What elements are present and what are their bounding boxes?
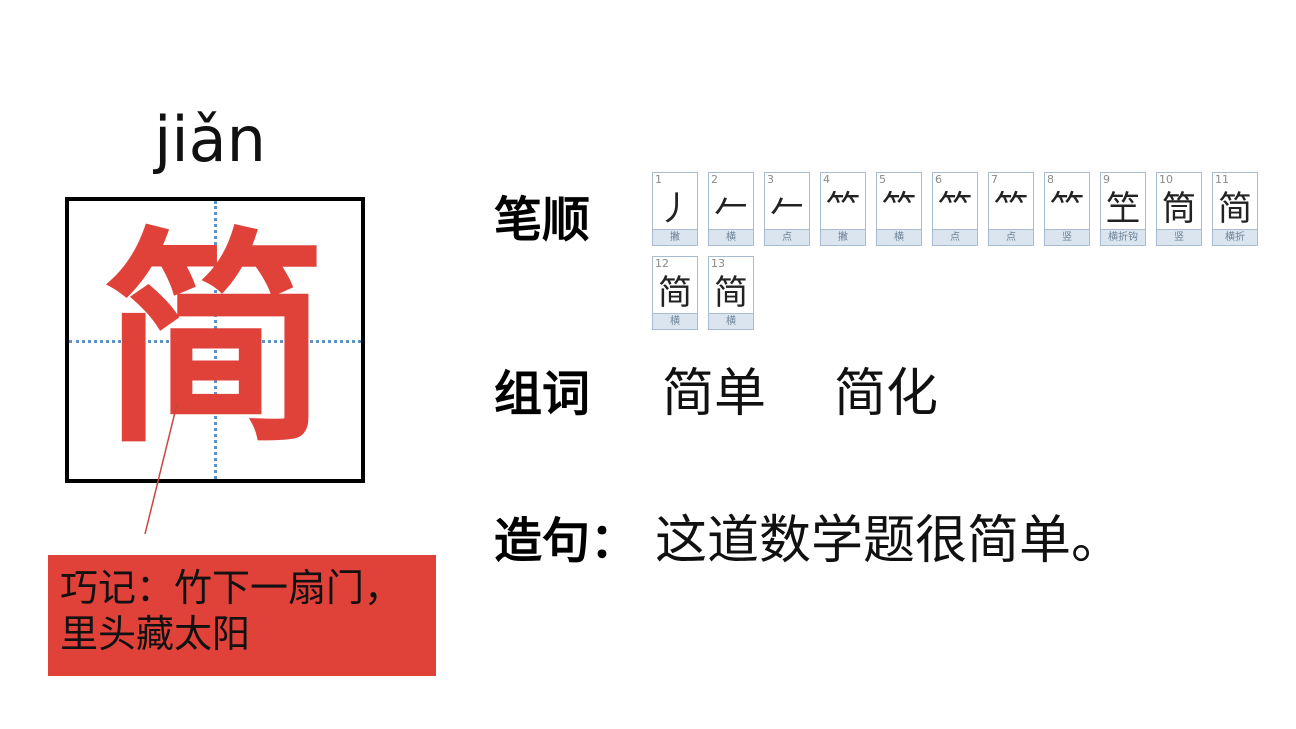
- stroke-card: 6 ⺮ 点: [932, 172, 978, 246]
- stroke-number: 1: [655, 173, 662, 186]
- word-item: 简单: [662, 364, 767, 424]
- stroke-name: 撇: [653, 229, 697, 245]
- stroke-card: 7 ⺮ 点: [988, 172, 1034, 246]
- stroke-number: 5: [879, 173, 886, 186]
- stroke-glyph: ⺮: [938, 188, 972, 229]
- stroke-name: 竖: [1045, 229, 1089, 245]
- stroke-glyph: 简: [714, 272, 748, 313]
- stroke-name: 横: [653, 313, 697, 329]
- stroke-card: 5 ⺮ 横: [876, 172, 922, 246]
- stroke-number: 2: [711, 173, 718, 186]
- stroke-glyph: 简: [1218, 188, 1252, 229]
- example-sentence: 这道数学题很简单。: [655, 511, 1124, 571]
- stroke-name: 横折: [1213, 229, 1257, 245]
- stroke-card: 9 笁 横折钩: [1100, 172, 1146, 246]
- stroke-number: 8: [1047, 173, 1054, 186]
- stroke-number: 4: [823, 173, 830, 186]
- stroke-name: 横: [709, 229, 753, 245]
- stroke-name: 点: [933, 229, 977, 245]
- stroke-number: 7: [991, 173, 998, 186]
- stroke-number: 12: [655, 257, 669, 270]
- stroke-card: 4 ⺮ 撇: [820, 172, 866, 246]
- stroke-card: 3 𠂉 点: [764, 172, 810, 246]
- stroke-number: 13: [711, 257, 725, 270]
- stroke-card: 1 丿 撇: [652, 172, 698, 246]
- mnemonic-line-1: 巧记：竹下一扇门，: [60, 566, 403, 610]
- stroke-name: 横折钩: [1101, 229, 1145, 245]
- stroke-name: 点: [765, 229, 809, 245]
- stroke-glyph: 简: [658, 272, 692, 313]
- character-grid-box: 简: [65, 197, 365, 483]
- stroke-number: 6: [935, 173, 942, 186]
- stroke-glyph: 筒: [1162, 188, 1196, 229]
- stroke-number: 11: [1215, 173, 1229, 186]
- mnemonic-callout: 巧记：竹下一扇门， 里头藏太阳: [48, 555, 436, 676]
- stroke-card: 13 简 横: [708, 256, 754, 330]
- stroke-card: 12 简 横: [652, 256, 698, 330]
- main-character: 简: [101, 206, 329, 474]
- words-label: 组词: [494, 366, 591, 422]
- mnemonic-line-2: 里头藏太阳: [60, 612, 251, 656]
- stroke-glyph: ⺮: [826, 188, 860, 229]
- stroke-number: 3: [767, 173, 774, 186]
- pinyin: jiǎn: [154, 103, 266, 176]
- stroke-glyph: ⺮: [994, 188, 1028, 229]
- stroke-glyph: 𠂉: [770, 188, 804, 229]
- stroke-glyph: 𠂉: [714, 188, 748, 229]
- stroke-order-label: 笔顺: [494, 192, 591, 248]
- stroke-glyph: 笁: [1106, 188, 1140, 229]
- stroke-name: 点: [989, 229, 1033, 245]
- stroke-name: 横: [709, 313, 753, 329]
- stroke-card: 8 ⺮ 竖: [1044, 172, 1090, 246]
- stroke-name: 横: [877, 229, 921, 245]
- stroke-number: 9: [1103, 173, 1110, 186]
- stroke-name: 撇: [821, 229, 865, 245]
- stroke-glyph: 丿: [658, 188, 692, 229]
- stroke-number: 10: [1159, 173, 1173, 186]
- horizontal-guide-line: [69, 340, 361, 343]
- word-item: 简化: [834, 364, 939, 424]
- stroke-card: 2 𠂉 横: [708, 172, 754, 246]
- sentence-label: 造句：: [494, 513, 639, 569]
- stroke-glyph: ⺮: [882, 188, 916, 229]
- stroke-name: 竖: [1157, 229, 1201, 245]
- stroke-card: 10 筒 竖: [1156, 172, 1202, 246]
- stroke-card: 11 简 横折: [1212, 172, 1258, 246]
- stroke-glyph: ⺮: [1050, 188, 1084, 229]
